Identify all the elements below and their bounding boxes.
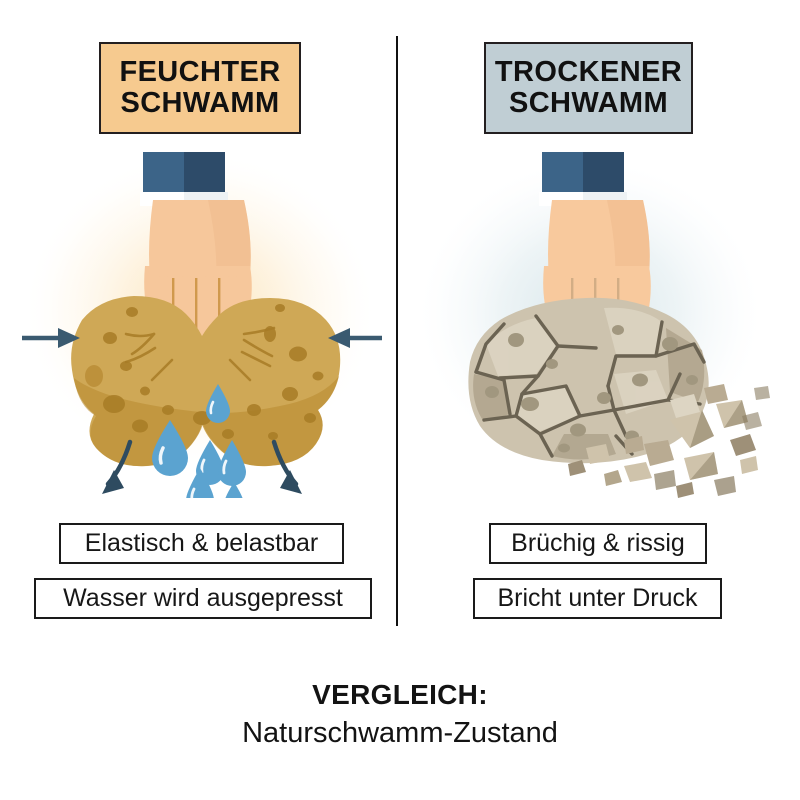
- water-drop: [186, 468, 214, 498]
- arrow-pressure-right: [328, 328, 382, 348]
- heading-wet-line1: FEUCHTER: [119, 55, 281, 88]
- heading-wet-line2: SCHWAMM: [120, 87, 280, 119]
- water-drop: [218, 440, 246, 486]
- debris-piece: [568, 460, 586, 476]
- debris-piece: [730, 434, 756, 456]
- arrow-flow-left: [102, 439, 133, 494]
- heading-wet-sponge: FEUCHTER SCHWAMM: [99, 42, 301, 134]
- sleeve-wet: [140, 152, 228, 206]
- arrow-pressure-left: [22, 328, 80, 348]
- footer-title: VERGLEICH:: [312, 679, 488, 710]
- debris-piece: [670, 394, 700, 418]
- illustration-wet-sponge: [22, 148, 382, 498]
- caption-dry-2: Bricht unter Druck: [473, 578, 722, 619]
- caption-wet-1: Elastisch & belastbar: [59, 523, 344, 564]
- debris-piece: [676, 482, 694, 498]
- debris-piece: [714, 476, 736, 496]
- heading-dry-sponge: TROCKENER SCHWAMM: [484, 42, 693, 134]
- water-drops: [152, 384, 246, 498]
- debris-piece: [670, 410, 714, 448]
- debris-piece: [740, 456, 758, 474]
- debris-piece: [624, 436, 644, 454]
- debris-piece: [604, 470, 622, 486]
- sponge-dry: [468, 297, 709, 464]
- debris-fragments: [568, 384, 770, 498]
- caption-dry-1: Brüchig & rissig: [489, 523, 707, 564]
- debris-piece: [704, 384, 728, 404]
- heading-dry-line1: TROCKENER: [494, 55, 683, 88]
- debris-piece: [586, 444, 610, 464]
- debris-piece: [624, 462, 652, 482]
- water-drop: [225, 482, 243, 498]
- debris-piece: [684, 452, 718, 480]
- sleeve-dry: [539, 152, 627, 206]
- water-drop: [152, 420, 188, 476]
- debris-piece: [654, 470, 676, 490]
- vertical-divider: [396, 36, 398, 626]
- water-drop: [206, 384, 230, 423]
- debris-piece: [644, 440, 674, 466]
- caption-wet-2: Wasser wird ausgepresst: [34, 578, 372, 619]
- footer-subtitle: Naturschwamm-Zustand: [242, 717, 558, 750]
- debris-piece: [742, 412, 762, 430]
- footer-caption: VERGLEICH: Naturschwamm-Zustand: [0, 678, 800, 751]
- arrow-flow-right: [271, 439, 302, 494]
- debris-piece: [716, 400, 748, 428]
- heading-dry-line2: SCHWAMM: [508, 87, 669, 119]
- sponge-spots: [485, 325, 698, 453]
- debris-piece: [754, 386, 770, 400]
- illustration-dry-sponge: [418, 148, 778, 498]
